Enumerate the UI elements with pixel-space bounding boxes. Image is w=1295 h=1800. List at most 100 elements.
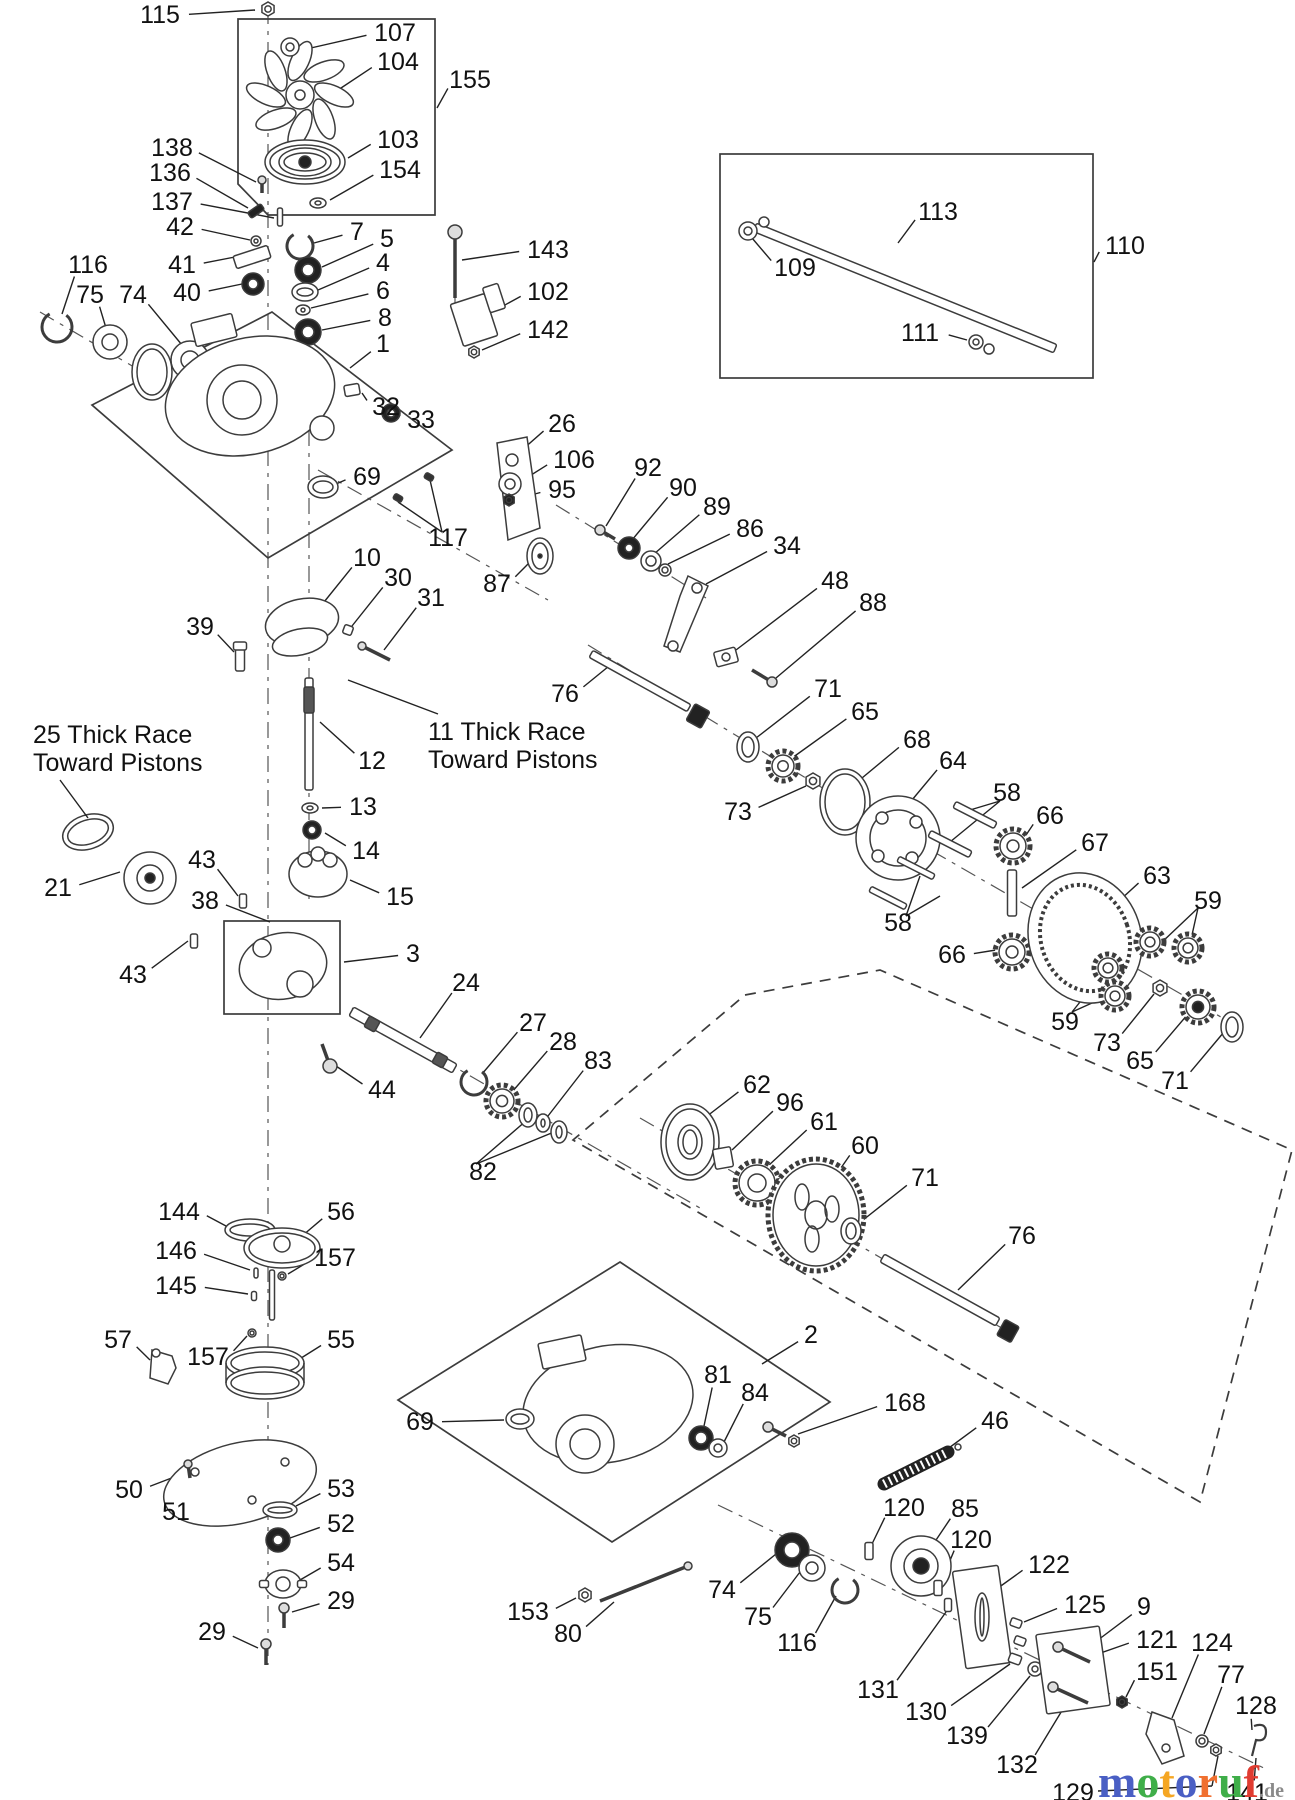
shaft-67 — [1006, 869, 1018, 917]
pump-3-bore — [286, 970, 314, 998]
part-label-128-85: 128 — [1235, 1692, 1277, 1720]
part-label-9-80: 9 — [1137, 1593, 1151, 1621]
part-label-95-32: 95 — [548, 476, 576, 504]
part-label-102-22: 102 — [527, 278, 569, 306]
bearing-89-inner — [645, 555, 657, 567]
bolt-44-head — [322, 1058, 338, 1074]
gear-60-bore — [804, 1200, 828, 1230]
leader-extra-4 — [969, 800, 1001, 811]
part-label-85-76: 85 — [951, 1495, 979, 1523]
part-label-107-1: 107 — [374, 19, 416, 47]
pin-31-head — [357, 641, 367, 651]
ring-gear-63 — [1027, 872, 1143, 1004]
leader-65-114 — [791, 718, 847, 759]
nut-115-bore — [264, 5, 272, 13]
washer-13-inner — [306, 805, 314, 811]
watermark-letter: m — [1098, 1756, 1136, 1800]
leader-128-85 — [1250, 1718, 1253, 1731]
note-25-thick-race-line-1: Toward Pistons — [33, 749, 203, 777]
part-label-50-105: 50 — [115, 1476, 143, 1504]
snapring-7 — [285, 233, 315, 261]
gear-28-rim — [489, 1088, 515, 1114]
washer-71-lower — [1220, 1011, 1244, 1043]
part-label-120-77: 120 — [950, 1526, 992, 1554]
leader-43-52 — [216, 868, 239, 897]
swashplate-10-lower — [271, 627, 329, 657]
valve-39 — [234, 648, 246, 672]
leader-151-82 — [1125, 1679, 1136, 1698]
leader-107-1 — [301, 34, 367, 51]
leader-24-57 — [419, 992, 453, 1039]
part-label-81-71: 81 — [704, 1361, 732, 1389]
leader-84-72 — [723, 1403, 744, 1443]
leader-5-16 — [321, 243, 374, 268]
bolt-143-head — [447, 224, 463, 240]
oring-68-inner — [824, 773, 866, 831]
bolt-132 — [1052, 1685, 1089, 1705]
leader-extra-3 — [475, 1131, 555, 1165]
part-label-139-88: 139 — [946, 1722, 988, 1750]
fan-104-blade-1 — [312, 98, 336, 140]
washer-71-upper-inner — [741, 736, 755, 758]
snapring-27 — [459, 1069, 489, 1097]
part-label-56-101: 56 — [327, 1198, 355, 1226]
leader-3-56 — [343, 954, 399, 963]
oring-53-inner — [267, 1506, 293, 1514]
disc-87-dot — [537, 553, 543, 559]
bracket-57 — [149, 1349, 177, 1385]
leader-130-87 — [950, 1663, 1011, 1707]
boss-106-inner — [504, 478, 516, 490]
note-11-thick-race-leader — [347, 679, 439, 715]
thrust-race-25-inner — [66, 818, 110, 846]
leader-extra-13 — [1211, 1755, 1219, 1787]
nut-153 — [578, 1587, 592, 1603]
part-label-43-53: 43 — [119, 961, 147, 989]
leader-137-8 — [200, 203, 275, 219]
part-label-62-63: 62 — [743, 1071, 771, 1099]
part-label-27-59: 27 — [519, 1009, 547, 1037]
part-label-75-13: 75 — [76, 281, 104, 309]
part-label-53-107: 53 — [327, 1475, 355, 1503]
watermark-letter: r — [1198, 1756, 1218, 1800]
part-label-58-117: 58 — [993, 779, 1021, 807]
part-label-153-95: 153 — [507, 1598, 549, 1626]
leader-extra-1 — [429, 479, 443, 533]
part-label-66-118: 66 — [1036, 802, 1064, 830]
leader-73-125 — [1121, 993, 1155, 1035]
part-label-84-72: 84 — [741, 1379, 769, 1407]
bevel-gear-66-upper-rim — [999, 832, 1027, 860]
part-label-87-35: 87 — [483, 570, 511, 598]
bearing-75-inner — [101, 333, 119, 351]
part-label-48-41: 48 — [821, 567, 849, 595]
ring-83-inner — [540, 1118, 546, 1128]
centerline-5 — [555, 504, 707, 599]
watermark-letter: t — [1159, 1756, 1175, 1800]
washer-82-a-inner — [523, 1107, 533, 1123]
shaft-24-band-b — [431, 1051, 449, 1069]
bolt-132-head — [1047, 1681, 1059, 1693]
part-label-29-111: 29 — [198, 1618, 226, 1646]
part-label-39-47: 39 — [186, 613, 214, 641]
bearing-8-inner — [301, 325, 315, 339]
washer-13 — [301, 802, 319, 814]
nut-73-upper — [805, 772, 821, 790]
leader-65-126 — [1155, 1013, 1189, 1053]
leader-30-45 — [351, 586, 384, 627]
pulley-85-hub — [912, 1557, 930, 1575]
leader-39-47 — [217, 634, 235, 653]
part-label-2-69: 2 — [804, 1321, 818, 1349]
leader-143-21 — [461, 250, 520, 261]
pin-58-b — [927, 830, 973, 858]
part-label-143-21: 143 — [527, 236, 569, 264]
bushing-69-lower — [505, 1408, 535, 1430]
leader-124-83 — [1171, 1654, 1199, 1719]
gear-59-b-bore — [1182, 942, 1194, 954]
ring-75-lower-inner — [805, 1561, 819, 1575]
gear-59-c-bore — [1102, 962, 1114, 974]
coupler-76-upper — [685, 703, 711, 729]
leader-103-4 — [347, 143, 372, 159]
part-label-142-23: 142 — [527, 316, 569, 344]
leader-1-20 — [349, 351, 372, 369]
part-label-88-42: 88 — [859, 589, 887, 617]
